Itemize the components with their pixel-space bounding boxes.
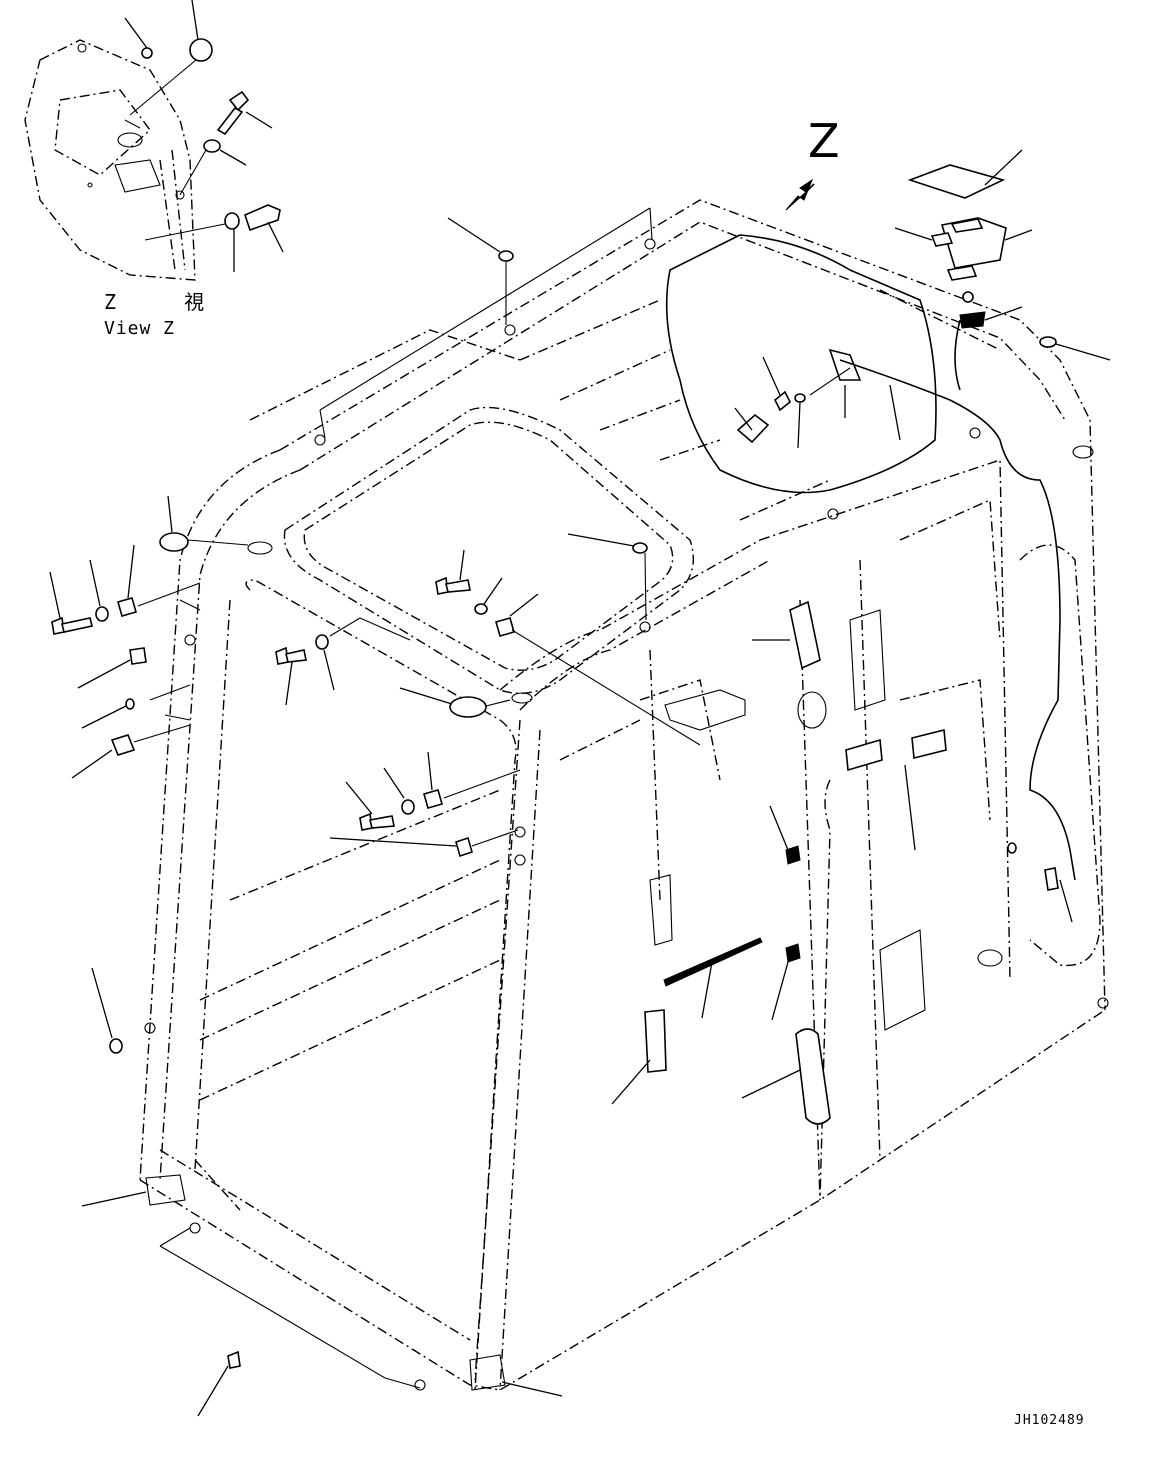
parts-and-leaders xyxy=(49,149,1111,1417)
view-z-label-jp: Z 視 xyxy=(104,290,233,314)
view-arrow-label: Z xyxy=(808,114,840,168)
view-z-inset xyxy=(24,0,284,281)
cab-frame xyxy=(139,199,1109,1391)
view-z-label-en: View Z xyxy=(104,318,176,339)
drawing-number: JH102489 xyxy=(1014,1413,1085,1428)
